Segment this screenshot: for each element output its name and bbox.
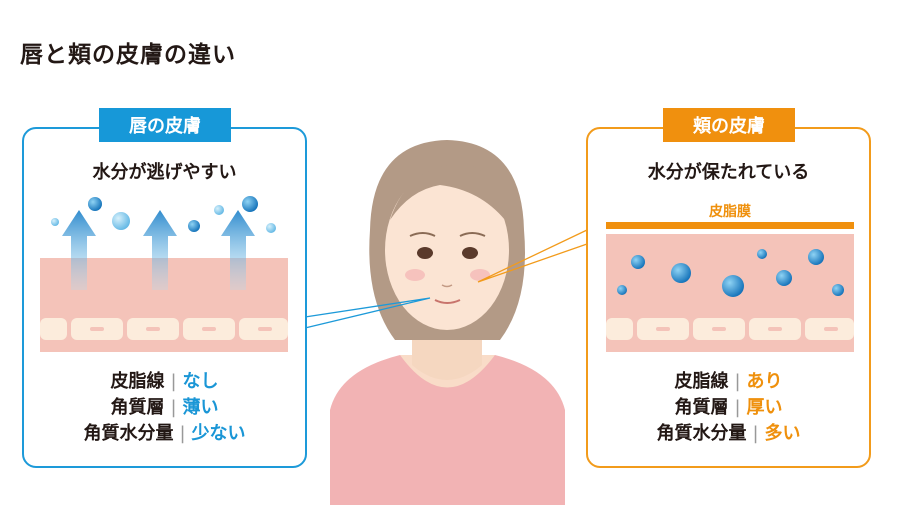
water-droplet-icon xyxy=(757,249,767,259)
water-droplet-icon xyxy=(51,218,59,226)
lips-stats: 皮脂線|なし 角質層|薄い 角質水分量|少ない xyxy=(22,369,307,447)
stat-row: 角質水分量|少ない xyxy=(83,423,246,444)
water-droplet-icon xyxy=(188,220,200,232)
cell-nucleus xyxy=(768,327,782,331)
water-droplet-icon xyxy=(88,197,102,211)
water-droplet-icon xyxy=(266,223,276,233)
cheek-pointer-line xyxy=(477,229,588,283)
stat-row: 角質層|厚い xyxy=(674,397,783,418)
cheek-subtitle: 水分が保たれている xyxy=(647,162,810,183)
water-droplet-icon xyxy=(832,284,844,296)
cell-nucleus xyxy=(90,327,104,331)
stat-row: 角質水分量|多い xyxy=(656,423,801,444)
water-droplet-icon xyxy=(214,205,224,215)
moisture-escape-arrow-icon xyxy=(62,210,96,290)
cell-nucleus xyxy=(258,327,272,331)
water-droplet-icon xyxy=(112,212,130,230)
cell-nucleus xyxy=(824,327,838,331)
stat-row: 皮脂線|なし xyxy=(110,371,219,392)
water-droplet-icon xyxy=(617,285,627,295)
water-droplet-icon xyxy=(722,275,744,297)
water-droplet-icon xyxy=(808,249,824,265)
woman-illustration xyxy=(330,140,565,505)
cheek-stats: 皮脂線|あり 角質層|厚い 角質水分量|多い xyxy=(586,369,871,447)
cell-nucleus xyxy=(146,327,160,331)
basal-cell xyxy=(606,318,633,340)
page-title: 唇と頬の皮膚の違い xyxy=(20,42,236,68)
water-droplet-icon xyxy=(671,263,691,283)
water-droplet-icon xyxy=(242,196,258,212)
basal-cell xyxy=(40,318,67,340)
water-droplet-icon xyxy=(776,270,792,286)
lips-subtitle: 水分が逃げやすい xyxy=(92,162,237,183)
sebum-film-label: 皮脂膜 xyxy=(709,204,751,220)
stat-row: 皮脂線|あり xyxy=(674,371,783,392)
cell-nucleus xyxy=(202,327,216,331)
lips-label: 唇の皮膚 xyxy=(99,108,231,142)
moisture-escape-arrow-icon xyxy=(143,210,177,290)
lips-pointer-line xyxy=(304,297,431,329)
moisture-escape-arrow-icon xyxy=(221,210,255,290)
cell-nucleus xyxy=(656,327,670,331)
cheek-label: 頬の皮膚 xyxy=(663,108,795,142)
sebum-film xyxy=(606,222,854,229)
stat-row: 角質層|薄い xyxy=(110,397,219,418)
cell-nucleus xyxy=(712,327,726,331)
water-droplet-icon xyxy=(631,255,645,269)
